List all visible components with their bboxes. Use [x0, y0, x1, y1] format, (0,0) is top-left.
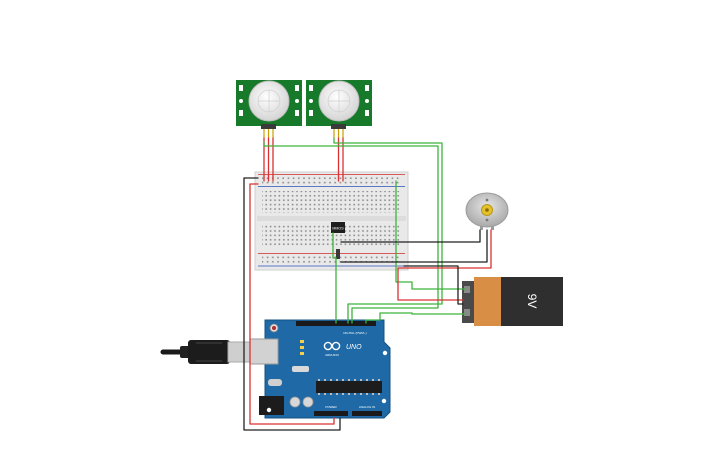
terminal-strip-top — [262, 191, 401, 213]
led-indicator — [300, 352, 304, 355]
pir-silkscreen — [309, 85, 369, 116]
power-label: POWER — [325, 405, 337, 409]
analog-header — [352, 411, 382, 416]
usb-cable[interactable] — [160, 340, 251, 364]
terminal-strip-bottom — [262, 224, 401, 246]
arduino-brand-text: ARDUINO — [325, 353, 340, 357]
battery-terminal-minus — [464, 309, 470, 316]
dc-motor[interactable] — [465, 192, 509, 230]
wire-black[interactable] — [340, 229, 481, 243]
atmega-chip — [316, 381, 382, 393]
digital-label: DIGITAL (PWM~) — [343, 331, 366, 335]
wire-green[interactable] — [263, 141, 439, 324]
wire-green[interactable] — [333, 137, 443, 324]
battery-terminal-plus — [464, 286, 470, 293]
pir-sensor-1[interactable] — [236, 80, 302, 138]
analog-label: ANALOG IN — [359, 405, 375, 409]
pir-header — [261, 124, 276, 129]
usb-connector-metal — [227, 341, 251, 363]
chip-body — [331, 222, 345, 233]
battery-copper-body — [474, 277, 501, 326]
smd-chip — [292, 366, 309, 372]
motor-shaft — [485, 208, 489, 212]
wire-green[interactable] — [395, 180, 466, 290]
wire-black[interactable] — [340, 229, 488, 263]
wire-green[interactable] — [365, 312, 466, 324]
dc-jack — [259, 396, 284, 415]
arduino-logo-left — [323, 341, 333, 351]
rail-holes-top — [262, 176, 401, 185]
resistor[interactable] — [336, 249, 340, 259]
mounting-hole — [382, 350, 388, 356]
usb-plug-strain — [180, 346, 190, 358]
wires — [243, 137, 492, 431]
motor-terminal — [491, 226, 494, 230]
reset-button-cap — [272, 326, 276, 330]
battery-black-body — [501, 277, 563, 326]
crystal — [268, 379, 282, 386]
arduino-board — [264, 319, 391, 419]
pir-silkscreen — [239, 85, 299, 116]
led-indicator — [300, 340, 304, 343]
motor-screw — [485, 218, 489, 222]
usb-plug-body — [188, 340, 230, 364]
wire-red[interactable] — [249, 183, 335, 425]
pir-pins — [333, 129, 344, 138]
center-channel — [257, 216, 406, 221]
atmega-pins — [318, 379, 380, 395]
chip-label: MMOS — [332, 227, 344, 231]
pir-header — [331, 124, 346, 129]
mounting-hole — [381, 398, 387, 404]
battery-9v[interactable]: 9V — [462, 277, 563, 326]
capacitor — [302, 396, 314, 408]
pir-dome-facets — [257, 89, 281, 113]
wire-black[interactable] — [243, 177, 341, 431]
capacitor — [289, 396, 301, 408]
led-indicator — [300, 346, 304, 349]
arduino-uno-text: UNO — [346, 344, 362, 351]
wire-red[interactable] — [397, 229, 492, 301]
pir-pins — [263, 129, 274, 138]
wire-black[interactable] — [403, 265, 464, 305]
rail-holes-bottom — [262, 255, 401, 264]
breadboard[interactable] — [254, 171, 409, 271]
wire-green[interactable] — [332, 232, 337, 324]
mounting-hole — [266, 407, 272, 413]
motor-terminal — [480, 226, 483, 230]
usb-b-socket — [249, 338, 279, 365]
pir-dome-facets — [327, 89, 351, 113]
arduino-uno[interactable]: DIGITAL (PWM~) UNO ARDUINO POWER ANALOG … — [249, 319, 391, 419]
power-header — [314, 411, 348, 416]
arduino-logo-right — [331, 341, 341, 351]
transistor-chip[interactable]: MMOS — [331, 222, 345, 233]
pir-sensor-2[interactable] — [306, 80, 372, 138]
battery-label: 9V — [525, 294, 539, 309]
motor-screw — [485, 198, 489, 202]
